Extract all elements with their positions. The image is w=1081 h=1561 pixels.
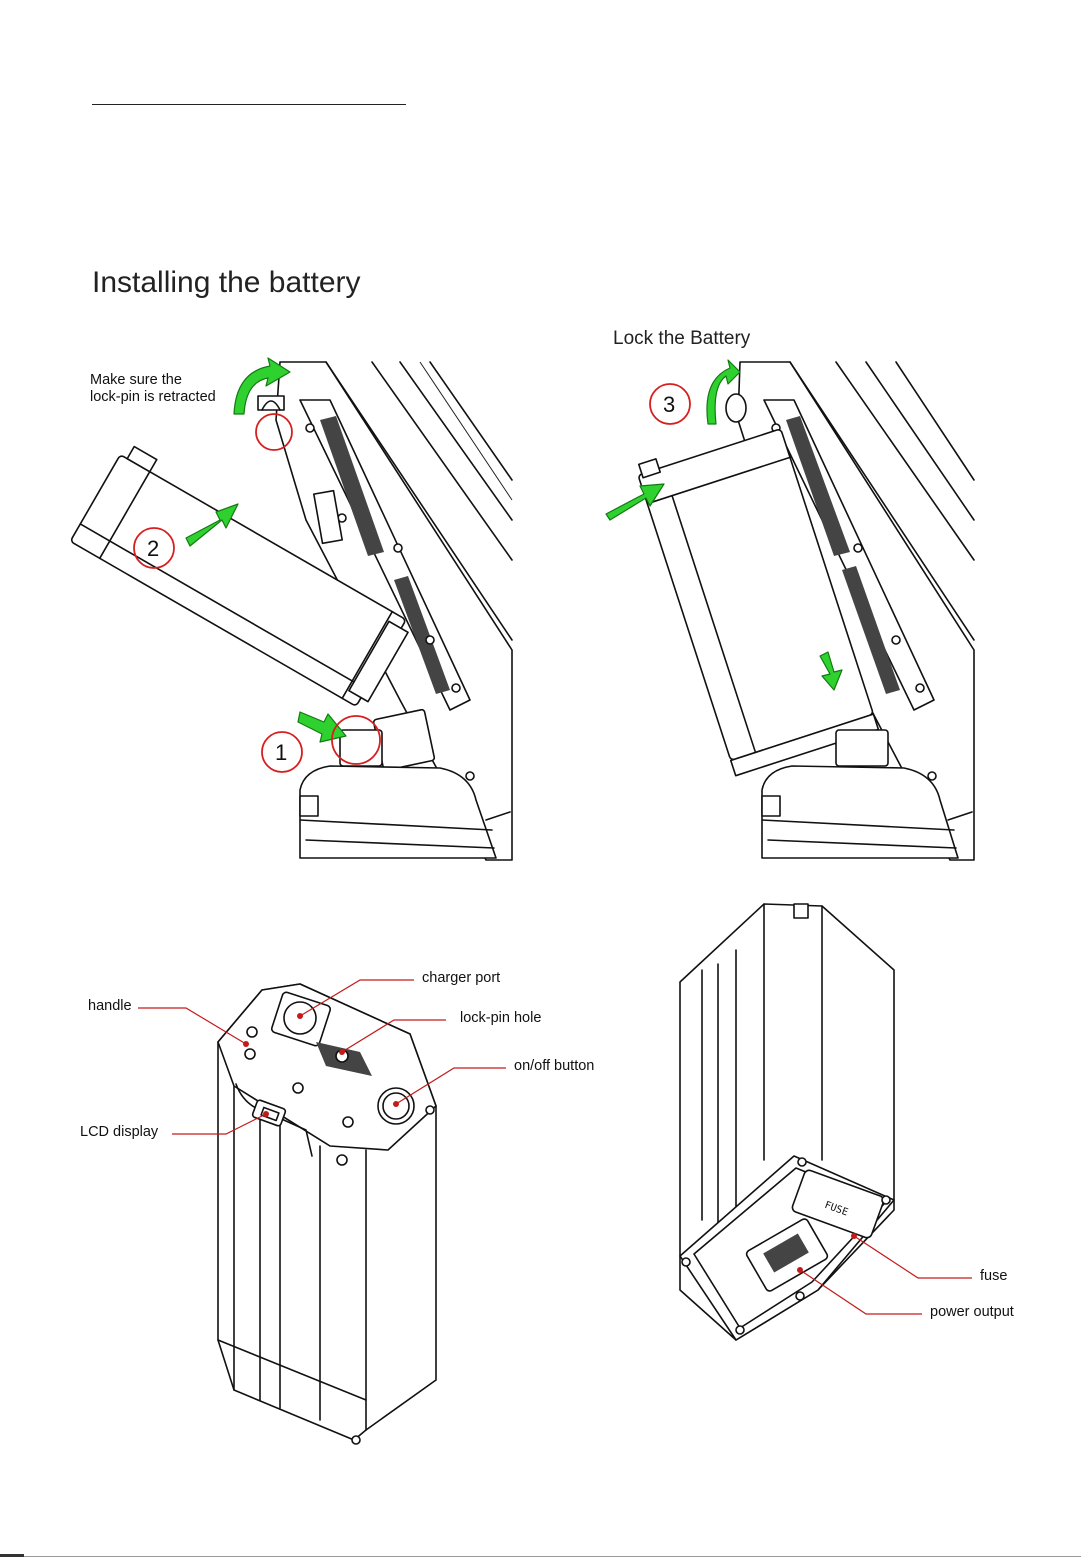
battery-bottom-view: FUSE <box>680 904 894 1340</box>
step-3-number: 3 <box>663 392 675 417</box>
label-handle: handle <box>88 998 132 1014</box>
battery-top-view <box>218 984 436 1444</box>
lock-figure: 3 <box>606 360 974 860</box>
label-lockpin-hole: lock-pin hole <box>460 1010 541 1026</box>
step-1-number: 1 <box>275 740 287 765</box>
step-2-number: 2 <box>147 536 159 561</box>
label-fuse: fuse <box>980 1268 1007 1284</box>
scan-edge <box>0 1552 1081 1561</box>
label-charger-port: charger port <box>422 970 500 986</box>
label-lcd-display: LCD display <box>80 1124 158 1140</box>
label-onoff-button: on/off button <box>514 1058 594 1074</box>
label-power-output: power output <box>930 1304 1014 1320</box>
install-figure: 2 1 <box>70 358 512 860</box>
